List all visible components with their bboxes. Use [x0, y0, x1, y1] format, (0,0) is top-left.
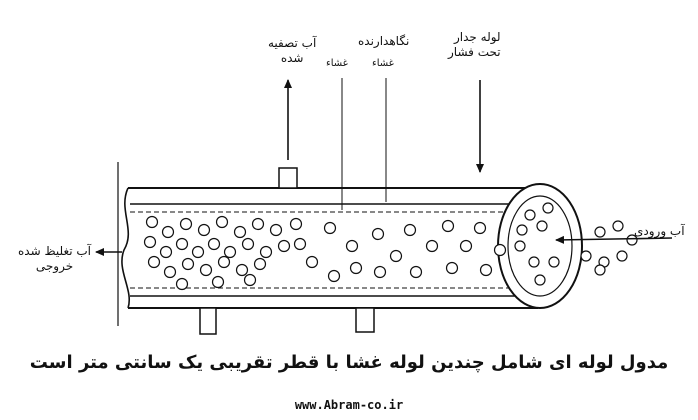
- website-footer: www.Abram-co.ir: [294, 398, 404, 412]
- membrane-walls: [130, 203, 520, 297]
- particle: [191, 245, 205, 259]
- particle: [159, 245, 173, 259]
- particle: [403, 223, 417, 237]
- particle: [175, 237, 189, 251]
- particle: [445, 261, 459, 275]
- particle: [251, 217, 265, 231]
- tube-end-cap: [497, 183, 583, 309]
- particle: [493, 243, 507, 257]
- particle: [425, 239, 439, 253]
- particle: [459, 239, 473, 253]
- pressure-tube: [121, 187, 538, 309]
- particle: [163, 265, 177, 279]
- feed-water-arrow: [555, 235, 673, 244]
- particle: [253, 257, 267, 271]
- figure-caption: مدول لوله ای شامل چندین لوله غشا با قطر …: [29, 352, 669, 373]
- particle: [235, 263, 249, 277]
- particle: [305, 255, 319, 269]
- feed-particles: [580, 220, 638, 276]
- particle: [345, 239, 359, 253]
- particle: [373, 265, 387, 279]
- particle: [179, 217, 193, 231]
- particle: [323, 221, 337, 235]
- particle: [217, 255, 231, 269]
- particle: [211, 275, 225, 289]
- particle: [409, 265, 423, 279]
- particle: [327, 269, 341, 283]
- particle: [181, 257, 195, 271]
- particle: [349, 261, 363, 275]
- particle: [243, 273, 257, 287]
- particle: [143, 235, 157, 249]
- particle: [259, 245, 273, 259]
- particle: [199, 263, 213, 277]
- particle: [293, 237, 307, 251]
- particle: [223, 245, 237, 259]
- particle: [207, 237, 221, 251]
- particle: [233, 225, 247, 239]
- membrane-label-2: غشاء: [372, 58, 394, 69]
- arrows: [95, 78, 673, 326]
- particle: [389, 249, 403, 263]
- particle: [175, 277, 189, 291]
- membrane-holder-label: نگاهدارنده: [358, 34, 410, 48]
- particle: [441, 219, 455, 233]
- particle: [215, 215, 229, 229]
- concentrate-label: آب تغلیظ شده خروجی: [18, 244, 92, 273]
- particle: [241, 237, 255, 251]
- permeate-outlet-nozzle: [278, 167, 298, 189]
- support-legs: [199, 307, 375, 335]
- particle: [277, 239, 291, 253]
- particle: [145, 215, 159, 229]
- membrane-label-1: غشاء: [326, 58, 348, 69]
- particle: [269, 223, 283, 237]
- pressure-tube-label: لوله جدار تحت فشار: [448, 30, 501, 59]
- particle: [289, 217, 303, 231]
- particle: [197, 223, 211, 237]
- feed-water-label: آب ورودی: [634, 224, 685, 238]
- purified-water-label: آب تصفیه شده: [268, 36, 317, 65]
- particle: [147, 255, 161, 269]
- particle: [473, 221, 487, 235]
- particle: [371, 227, 385, 241]
- membrane-tube-particles: [143, 215, 507, 291]
- particle: [479, 263, 493, 277]
- particle: [161, 225, 175, 239]
